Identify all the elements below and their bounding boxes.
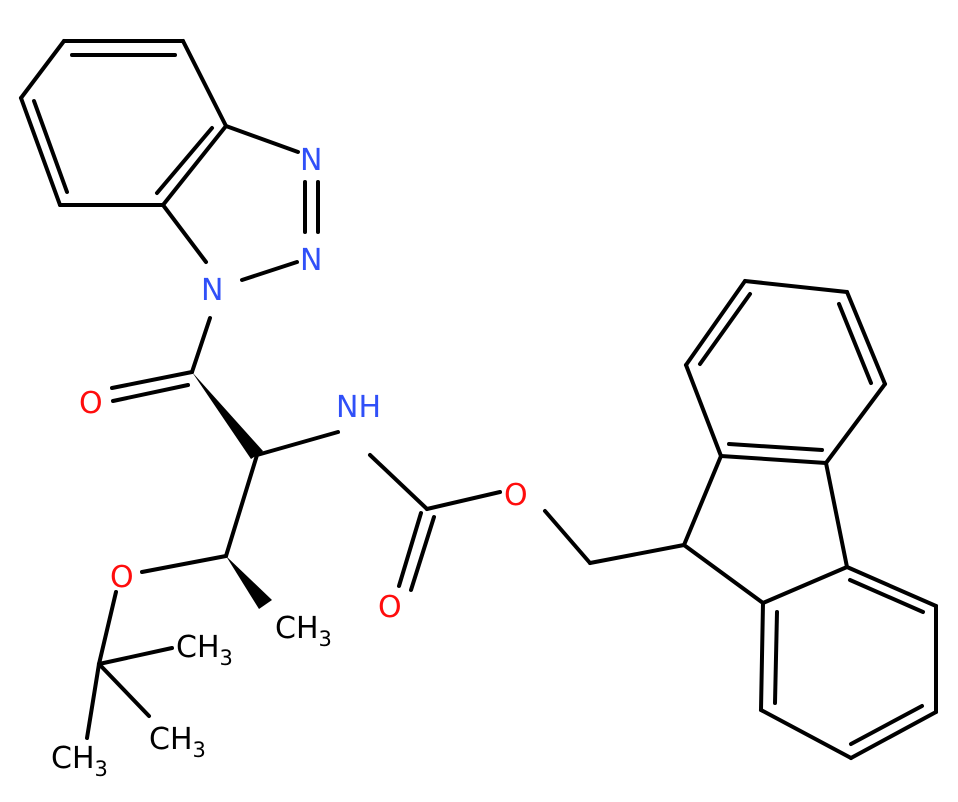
atom-o-carbonyl: O <box>378 590 402 625</box>
atom-n3: N <box>201 273 223 308</box>
atom-ch3-tbu-a: CH3 <box>176 630 233 670</box>
wedge-bond-alpha <box>192 372 263 459</box>
atom-n2: N <box>300 243 322 278</box>
wedge-bond-beta <box>226 556 272 609</box>
atom-ch3-tbu-b: CH3 <box>149 722 206 762</box>
atom-o-acyl: O <box>79 386 103 421</box>
triazole-ring <box>161 124 320 282</box>
atom-n1: N <box>300 143 322 178</box>
fluorene-system <box>682 279 938 760</box>
atom-o-tbu: O <box>110 560 134 595</box>
atom-ch3-main: CH3 <box>275 611 332 651</box>
backbone-bonds <box>85 316 686 740</box>
atom-o-ester: O <box>504 478 528 513</box>
atom-ch3-tbu-c: CH3 <box>51 741 108 781</box>
benzotriazole-benzene-ring <box>19 39 228 207</box>
atom-nh: NH <box>336 390 381 425</box>
